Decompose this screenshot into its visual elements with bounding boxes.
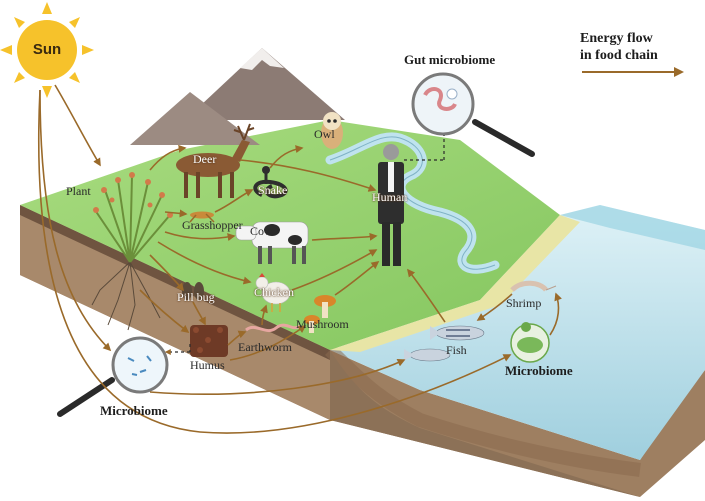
- mushroom-icon: [304, 295, 336, 333]
- owl-icon: [321, 112, 343, 149]
- microbiome-soil-label: Microbiome: [100, 403, 168, 418]
- arrow-sun-plant: [54, 84, 101, 167]
- mountain-front: [130, 92, 260, 145]
- arrow-fish-human: [407, 268, 446, 323]
- owl-label: Owl: [314, 127, 335, 141]
- fish-label: Fish: [446, 343, 467, 357]
- shrimp-label: Shrimp: [506, 296, 542, 310]
- shrimp-icon: [510, 280, 557, 292]
- arrow-deer-human: [239, 159, 377, 192]
- arrow-cow-human: [311, 232, 378, 241]
- arrow-humus-earthworm: [227, 330, 247, 346]
- arrow-grasshopper-snake: [214, 189, 254, 213]
- water-microbiome-icon: [510, 322, 550, 363]
- sun-icon: [0, 2, 94, 98]
- arrow-plant-pillbug: [149, 254, 184, 292]
- cow-icon: [235, 221, 309, 264]
- pill-bug-label: Pill bug: [177, 290, 215, 304]
- earthworm-icon: [245, 323, 301, 333]
- plant-label: Plant: [66, 184, 91, 198]
- arrow-plant-humus: [139, 289, 190, 333]
- arrow-microbiome-fish: [149, 359, 406, 395]
- gut-microbiome-label: Gut microbiome: [404, 52, 496, 67]
- arrow-microbiome-shrimp: [549, 292, 562, 336]
- mushroom-label: Mushroom: [296, 317, 349, 331]
- energy-flow-arrows: [37, 84, 562, 434]
- fish-icon: [404, 325, 485, 362]
- legend-line-1: Energy flow: [580, 31, 653, 46]
- arrow-sun-microbiome-soil: [39, 89, 112, 352]
- chicken-label: Chicken: [254, 285, 294, 299]
- gut-microbiome-magnifier-icon: [411, 72, 535, 157]
- humus-label: Humus: [190, 358, 225, 372]
- deer-label: Deer: [193, 152, 217, 166]
- cow-label: Cow: [250, 224, 273, 238]
- arrow-plant-grasshopper: [164, 209, 188, 218]
- arrow-chicken-human: [291, 249, 378, 291]
- arrow-plant-cow: [164, 231, 236, 241]
- arrow-plant-deer: [149, 144, 187, 171]
- arrow-pillbug-humus: [192, 301, 206, 326]
- human-label: Human: [372, 190, 408, 204]
- grasshopper-icon: [189, 211, 215, 223]
- snake-icon: [253, 166, 288, 199]
- pill-bug-icon: [182, 282, 204, 300]
- grasshopper-label: Grasshopper: [182, 218, 243, 232]
- deer-icon: [176, 123, 255, 198]
- plant-icon: [93, 172, 173, 263]
- sun-label: Sun: [32, 41, 62, 58]
- arrow-mushroom-human: [334, 261, 380, 296]
- earthworm-label: Earthworm: [238, 340, 292, 354]
- arrow-humus-mushroom: [229, 325, 307, 361]
- mountain-back: [185, 48, 345, 120]
- humus-icon: [190, 325, 228, 357]
- arrow-sun-microbiome-water: [37, 89, 512, 434]
- legend: Energy flow in food chain: [580, 30, 658, 64]
- chicken-icon: [255, 273, 291, 312]
- human-icon: [378, 144, 404, 266]
- snake-label: Snake: [258, 183, 288, 197]
- microbiome-water-label: Microbiome: [505, 363, 573, 378]
- arrow-plant-chicken: [157, 241, 252, 285]
- arrow-earthworm-chicken: [260, 304, 268, 326]
- arrow-snake-owl: [269, 145, 304, 169]
- arrow-shrimp-fish: [476, 293, 513, 321]
- legend-line-2: in food chain: [580, 48, 658, 63]
- plant-roots: [91, 261, 161, 331]
